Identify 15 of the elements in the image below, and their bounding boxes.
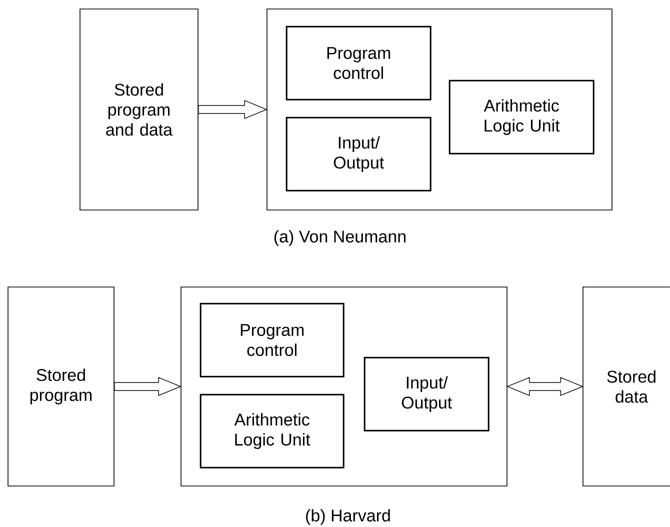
caption: (a) Von Neumann bbox=[274, 230, 406, 246]
container-box bbox=[266, 8, 612, 210]
memory-box: Stored data bbox=[582, 286, 670, 486]
component-box: Program control bbox=[286, 26, 432, 100]
component-box: Input/ Output bbox=[286, 116, 432, 192]
container-box bbox=[180, 286, 508, 486]
memory-box: Stored program and data bbox=[80, 8, 198, 210]
component-box: Input/ Output bbox=[364, 356, 490, 432]
memory-box: Stored program bbox=[8, 286, 114, 486]
component-box: Arithmetic Logic Unit bbox=[200, 394, 344, 468]
hollow-arrow bbox=[114, 376, 182, 396]
component-box: Program control bbox=[200, 302, 344, 378]
hollow-arrow bbox=[198, 100, 268, 120]
caption: (b) Harvard bbox=[306, 509, 390, 525]
component-box: Arithmetic Logic Unit bbox=[448, 80, 594, 154]
